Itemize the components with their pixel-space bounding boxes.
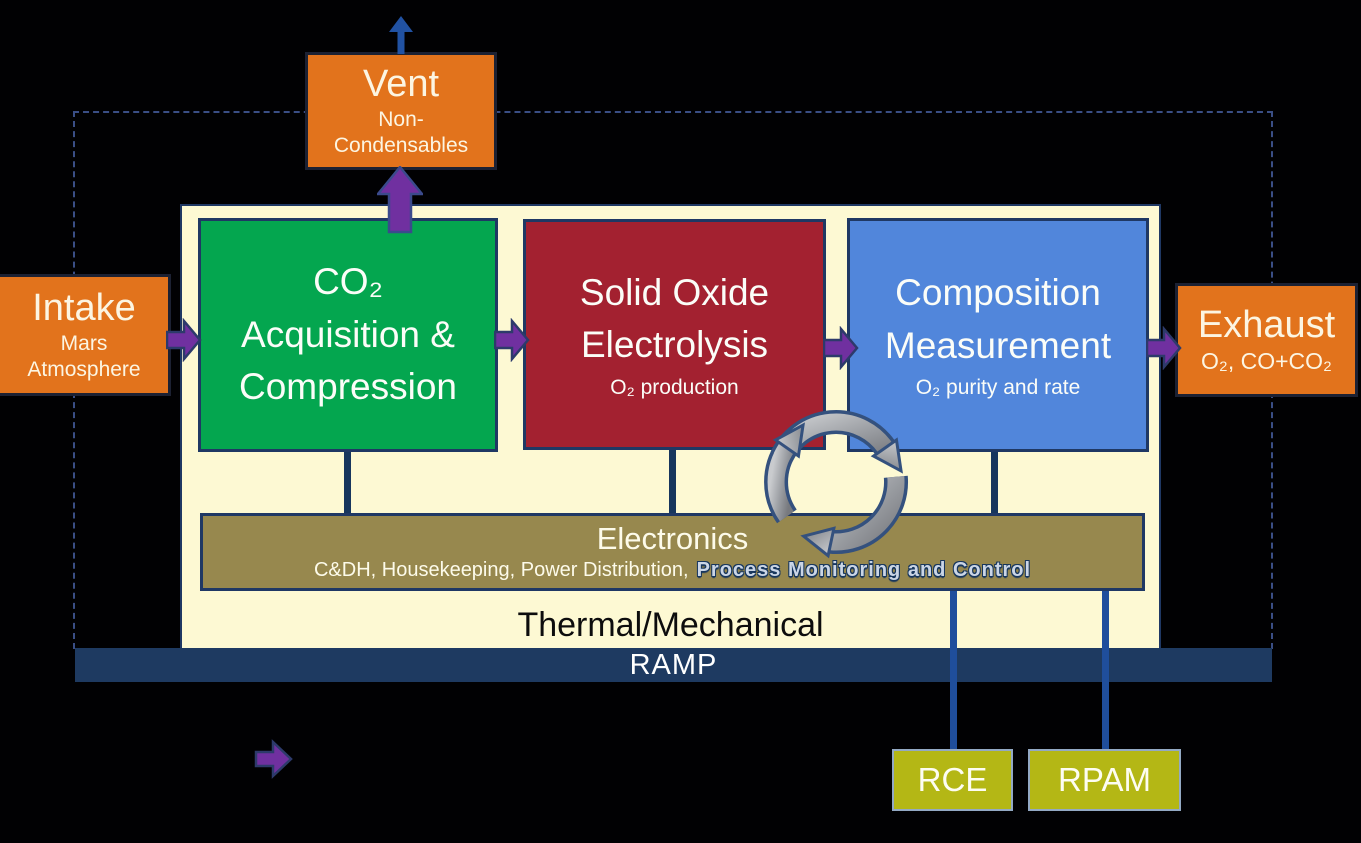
composition-measurement-box: Composition Measurement O₂ purity and ra… <box>847 218 1149 452</box>
soe-subtitle: O₂ production <box>610 375 739 399</box>
flow-arrow-comp-to-exhaust <box>1146 326 1182 370</box>
legend-flow-arrow <box>254 737 294 781</box>
rce-box: RCE <box>892 749 1013 811</box>
co2-acquisition-title-line2: Acquisition & <box>241 313 455 355</box>
intake-title: Intake <box>32 286 136 329</box>
rpam-box: RPAM <box>1028 749 1181 811</box>
recirculation-loop <box>756 398 916 568</box>
rce-label: RCE <box>917 761 988 798</box>
right-arrow-icon <box>1146 326 1182 370</box>
flow-arrow-intake-to-co2 <box>166 318 202 362</box>
connector-co2-electronics <box>344 450 351 515</box>
flow-arrow-co2-to-vent <box>377 166 423 234</box>
exhaust-box: Exhaust O₂, CO+CO₂ <box>1175 283 1358 397</box>
rpam-label: RPAM <box>1058 761 1151 798</box>
electronics-subtitle: C&DH, Housekeeping, Power Distribution, … <box>203 559 1142 582</box>
flow-arrow-co2-to-soe <box>494 318 530 362</box>
soe-title-line2: Electrolysis <box>580 324 769 366</box>
intake-subtitle-line2: Atmosphere <box>27 357 141 381</box>
electronics-title: Electronics <box>596 520 749 556</box>
electronics-subtitle-outlined: Process Monitoring and Control <box>696 559 1032 582</box>
soe-title-line1: Solid Oxide <box>579 271 770 313</box>
connector-comp-electronics <box>991 450 998 515</box>
connector-electronics-rce <box>950 589 957 749</box>
electronics-bar: Electronics C&DH, Housekeeping, Power Di… <box>200 513 1145 591</box>
electronics-subtitle-plain: C&DH, Housekeeping, Power Distribution, <box>313 559 689 582</box>
flow-arrow-soe-to-comp <box>823 326 859 370</box>
right-arrow-icon <box>254 739 293 779</box>
vent-subtitle-line2: Condensables <box>333 133 469 157</box>
vent-title: Vent <box>362 62 440 105</box>
connector-soe-electronics <box>669 448 676 515</box>
ramp-bar: RAMP <box>75 648 1272 682</box>
up-arrow-icon <box>389 16 413 54</box>
thermal-mechanical-label: Thermal/Mechanical <box>517 606 824 644</box>
co2-acquisition-box: CO₂ Acquisition & Compression <box>198 218 498 452</box>
right-arrow-icon <box>494 318 530 362</box>
composition-subtitle: O₂ purity and rate <box>915 376 1081 400</box>
co2-acquisition-title-line1: CO₂ <box>313 261 383 303</box>
exhaust-title: Exhaust <box>1197 303 1336 346</box>
up-arrow-icon <box>377 166 423 234</box>
vent-subtitle-line1: Non- <box>378 107 424 131</box>
vent-box: Vent Non- Condensables <box>305 52 497 170</box>
exhaust-subtitle: O₂, CO+CO₂ <box>1201 348 1332 375</box>
composition-title-line1: Composition <box>895 272 1101 314</box>
solid-oxide-electrolysis-box: Solid Oxide Electrolysis O₂ production <box>523 219 826 450</box>
recycle-arrows-icon <box>764 410 909 559</box>
vent-exit-arrow <box>386 15 416 55</box>
composition-title-line2: Measurement <box>884 324 1112 366</box>
connector-electronics-rpam <box>1102 589 1109 749</box>
intake-box: Intake Mars Atmosphere <box>0 274 171 396</box>
intake-subtitle-line1: Mars <box>60 331 108 355</box>
right-arrow-icon <box>823 326 859 370</box>
ramp-label: RAMP <box>629 648 718 681</box>
right-arrow-icon <box>166 318 202 362</box>
co2-acquisition-title-line3: Compression <box>239 366 457 408</box>
